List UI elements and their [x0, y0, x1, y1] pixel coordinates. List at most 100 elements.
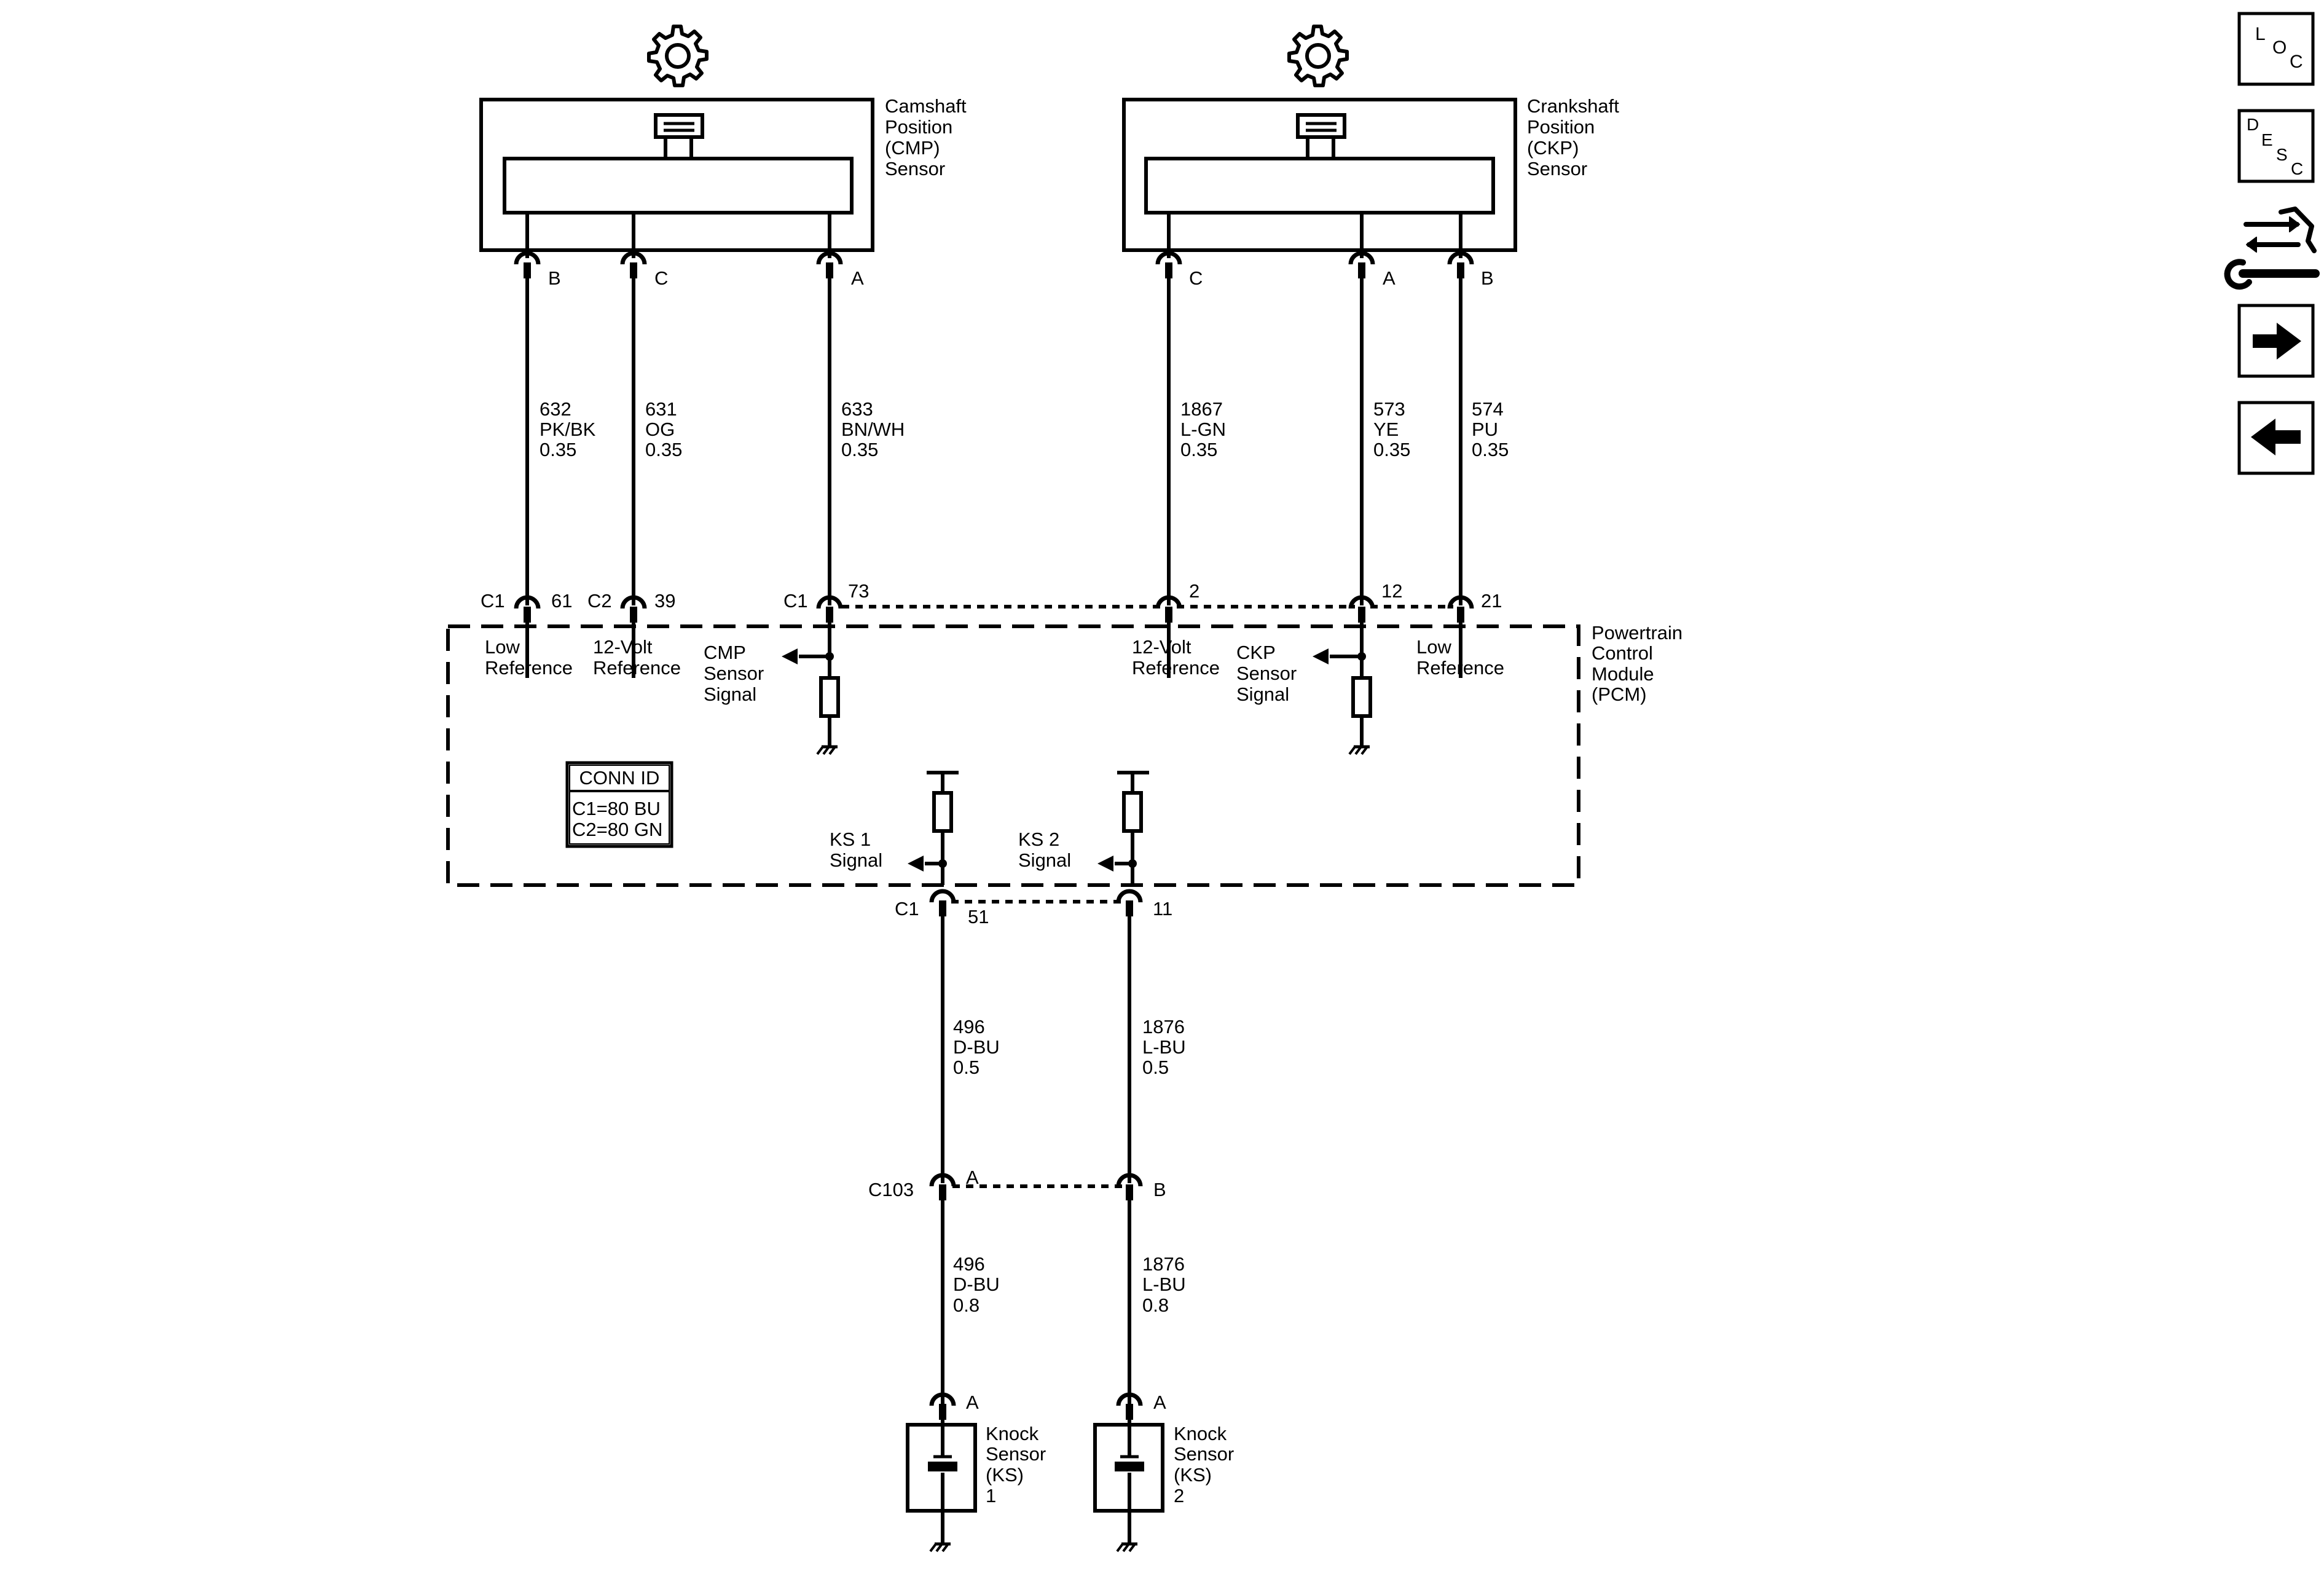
nav-panel: L O C D E S C [2224, 12, 2320, 475]
terminal-arc [1155, 251, 1182, 265]
pin-12-number: 12 [1381, 580, 1402, 602]
sensor-pin-labels: B C A C A B [548, 267, 1494, 289]
pcm-terminal-1 [514, 595, 541, 623]
terminal-pin [939, 900, 946, 916]
knock-sensor-2 [1093, 1423, 1164, 1544]
cmp-sensor-signal-label: CMP Sensor Signal [704, 642, 769, 705]
ks2-pin-label: A [1153, 1392, 1166, 1413]
terminal-pin [1457, 607, 1464, 623]
terminal-pin [630, 607, 637, 623]
terminal-arc [620, 251, 647, 265]
terminal-arc [514, 595, 541, 609]
ckp-sensor [1122, 26, 1517, 252]
ks2-signal-label: KS 2 Signal [1018, 829, 1071, 871]
gear-icon [649, 26, 707, 85]
connector-wrench-icon [2224, 207, 2320, 290]
wire-label-573: 573 YE 0.35 [1373, 398, 1410, 460]
pin-73-number: 73 [848, 580, 869, 602]
terminal-arc [1116, 889, 1143, 903]
knock-sensor-2-label: Knock Sensor (KS) 2 [1174, 1423, 1239, 1506]
previous-button[interactable] [2237, 401, 2315, 475]
next-button[interactable] [2237, 304, 2315, 378]
terminal-arc [1348, 595, 1375, 609]
terminal-arc [929, 1173, 956, 1187]
terminal-pin [1126, 1184, 1133, 1200]
ks1-terminal-a [929, 1392, 956, 1420]
c103-terminal-b [1116, 1173, 1143, 1200]
ks1-signal-label: KS 1 Signal [830, 829, 882, 871]
wire-label-496-upper: 496 D-BU 0.5 [953, 1016, 1005, 1078]
pin-39-number: 39 [654, 590, 675, 612]
terminal-pin [1126, 1404, 1133, 1420]
terminal-arc [1348, 251, 1375, 265]
pcm-terminal-6 [1447, 595, 1474, 623]
terminal-pin [939, 1404, 946, 1420]
ks1-pin-label: A [966, 1392, 979, 1413]
terminal-arc [929, 1392, 956, 1406]
description-button[interactable]: D E S C [2237, 109, 2315, 183]
terminal-arc [1447, 595, 1474, 609]
c103-label: C103 [868, 1179, 914, 1200]
pcm-terminal-11 [1116, 889, 1143, 916]
conn-id-title: CONN ID [579, 767, 660, 789]
terminal-pin [524, 607, 531, 623]
loc-letter-3: C [2290, 52, 2303, 72]
terminal-arc [620, 595, 647, 609]
terminal-arc [816, 595, 843, 609]
pcm-boundary [446, 624, 1580, 887]
pcm-connectors [514, 595, 1474, 916]
cmp-pin-c-label: C [654, 267, 668, 289]
wire-label-632: 632 PK/BK 0.35 [540, 398, 601, 460]
low-reference-label-2: Low Reference [1416, 636, 1504, 679]
c103-pin-a-label: A [966, 1167, 979, 1188]
ckp-sensor-label: Crankshaft Position (CKP) Sensor [1527, 95, 1625, 179]
loc-letter-2: O [2272, 37, 2287, 58]
terminal-arc [1116, 1173, 1143, 1187]
pcm-function-labels: Low Reference 12-Volt Reference CMP Sens… [485, 636, 1504, 871]
pcm-terminal-4 [1155, 595, 1182, 623]
pcm-internal-circuits [782, 648, 1372, 885]
gear-icon [1289, 26, 1347, 85]
terminal-pin [826, 607, 833, 623]
cmp-sensor-label: Camshaft Position (CMP) Sensor [885, 95, 972, 179]
ckp-pin-a-label: A [1383, 267, 1396, 289]
cmp-pin-b-label: B [548, 267, 561, 289]
wire-label-1876-lower: 1876 L-BU 0.8 [1142, 1253, 1191, 1316]
pin-61-connector: C1 [481, 590, 505, 612]
terminal-arc [514, 251, 541, 265]
wire-label-574: 574 PU 0.35 [1472, 398, 1509, 460]
ks2-terminal-a [1116, 1392, 1143, 1420]
terminal-arc [1116, 1392, 1143, 1406]
knock-sensor-1 [906, 1423, 977, 1544]
pin-73-connector: C1 [783, 590, 808, 612]
terminal-pin [1165, 607, 1172, 623]
12-volt-reference-label-1: 12-Volt Reference [593, 636, 681, 679]
arrow-left-icon [2251, 419, 2301, 455]
conn-id-box: CONN ID C1=80 BU C2=80 GN [565, 761, 673, 848]
ground-icon [930, 1544, 951, 1551]
terminal-pin [1126, 900, 1133, 916]
low-reference-label-1: Low Reference [485, 636, 573, 679]
ground-icon [817, 747, 838, 754]
wire-label-631: 631 OG 0.35 [645, 398, 682, 460]
wire-label-496-lower: 496 D-BU 0.8 [953, 1253, 1005, 1316]
pcm-terminal-3 [816, 595, 843, 623]
pin-21-number: 21 [1481, 590, 1502, 612]
terminal-arc [816, 251, 843, 265]
sensor-terminal-stubs [525, 213, 1462, 258]
location-button[interactable]: L O C [2237, 12, 2315, 86]
terminal-pin [1358, 607, 1365, 623]
pcm-pin-labels: C1 61 C2 39 C1 73 2 12 21 C1 51 11 [481, 580, 1502, 927]
lower-connectors [929, 1173, 1143, 1420]
conn-id-row-1: C1=80 BU [572, 798, 661, 819]
terminal-pin [939, 1184, 946, 1200]
connector-tool-button[interactable] [2224, 207, 2320, 290]
pin-39-connector: C2 [587, 590, 612, 612]
pin-61-number: 61 [551, 590, 572, 612]
ground-icon [1349, 747, 1370, 754]
connector-shell-dashes [842, 605, 1453, 1188]
arrow-right-icon [2253, 323, 2301, 360]
pin-11-number: 11 [1153, 898, 1172, 919]
loc-letter-1: L [2255, 24, 2266, 44]
c103-terminal-a [929, 1173, 956, 1200]
